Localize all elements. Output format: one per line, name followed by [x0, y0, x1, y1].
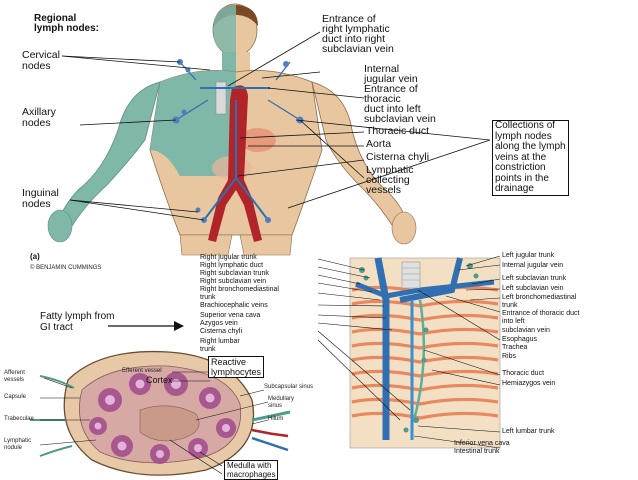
cortex-label: Cortex	[146, 375, 173, 385]
fatty-lymph-label: Fatty lymph from GI tract	[40, 311, 115, 333]
axillary-nodes-label: Axillary nodes	[22, 106, 56, 129]
capsule-label: Capsule	[4, 394, 27, 400]
brachiocephalic-label: Brachiocephalic veins	[200, 302, 268, 309]
right-bronchomediastinal-label: Right bronchomediastinal trunk	[200, 286, 279, 302]
right-jugular-trunk-label: Right jugular trunk	[200, 254, 257, 261]
hemiazygos-label: Hemiazygos vein	[502, 380, 556, 387]
hilum-label: Hilum	[268, 416, 284, 422]
right-subclavian-trunk-label: Right subclavian trunk	[200, 270, 269, 277]
thorax-figure	[349, 257, 501, 449]
left-subclavian-vein-label: Left subclavian vein	[502, 285, 564, 292]
left-jugular-trunk-label: Left jugular trunk	[502, 252, 555, 259]
esophagus-trachea-ribs-label: Esophagus Trachea Ribs	[502, 336, 538, 360]
cervical-nodes-label: Cervical nodes	[22, 49, 60, 72]
left-subclavian-trunk-label: Left subclavian trunk	[502, 275, 567, 282]
medullary-sinus-label: Medullary sinus	[268, 396, 295, 409]
internal-jugular-label: Internal jugular vein	[364, 63, 418, 85]
top-leader-lines	[61, 31, 491, 221]
panel-letter: (a)	[30, 252, 40, 261]
azygos-label: Azygos vein	[200, 320, 238, 327]
superior-vena-cava-label: Superior vena cava	[200, 312, 261, 319]
right-lumbar-label: Right lumbar trunk	[200, 338, 240, 354]
body-figure	[47, 3, 417, 256]
left-bronchomediastinal-label: Left bronchomediastinal trunk	[502, 294, 577, 310]
subcapsular-sinus-label: Subcapsular sinus	[264, 384, 314, 390]
thoracic-entrance-small-label: Entrance of thoracic duct into left subc…	[502, 310, 580, 334]
thoracic-duct-label: Thoracic duct	[366, 125, 430, 137]
ivc-intestinal-label: Inferior vena cava Intestinal trunk	[454, 440, 510, 456]
regional-nodes-heading: Regional lymph nodes:	[34, 13, 100, 34]
afferent-vessels-label: Afferent vessels	[4, 370, 25, 383]
thoracic-duct-small-label: Thoracic duct	[502, 370, 545, 377]
aorta-label: Aorta	[366, 138, 392, 150]
collecting-vessels-label: Lymphatic collecting vessels	[366, 164, 414, 196]
inguinal-nodes-label: Inguinal nodes	[22, 187, 59, 210]
right-duct-entrance-label: Entrance of right lymphatic duct into ri…	[322, 13, 394, 55]
middle-leader-lines	[317, 255, 501, 449]
cisterna-chyli-small-label: Cisterna chyli	[200, 328, 243, 335]
left-lumbar-label: Left lumbar trunk	[502, 428, 555, 435]
lymphatic-nodule-label: Lymphatic nodule	[4, 438, 32, 451]
internal-jugular-small-label: Internal jugular vein	[502, 262, 564, 269]
reactive-lymphocytes-box: Reactive lymphocytes	[208, 356, 265, 378]
fatty-lymph-arrow	[108, 321, 184, 331]
thoracic-entrance-label: Entrance of thoracic duct into left subc…	[364, 83, 436, 125]
efferent-label: Efferent vessel	[122, 368, 162, 374]
right-lymphatic-duct-label: Right lymphatic duct	[200, 262, 264, 269]
right-subclavian-vein-label: Right subclavian vein	[200, 278, 267, 285]
lymph-node-figure	[29, 350, 291, 476]
cisterna-chyli-label: Cisterna chyli	[366, 151, 430, 163]
trabeculae-label: Trabeculae	[4, 416, 34, 422]
credit-text: © BENJAMIN CUMMINGS	[30, 265, 102, 271]
node-leader-lines	[39, 371, 269, 475]
collections-box: Collections of lymph nodes along the lym…	[492, 120, 569, 196]
macrophages-box: Medulla with macrophages	[224, 460, 279, 480]
